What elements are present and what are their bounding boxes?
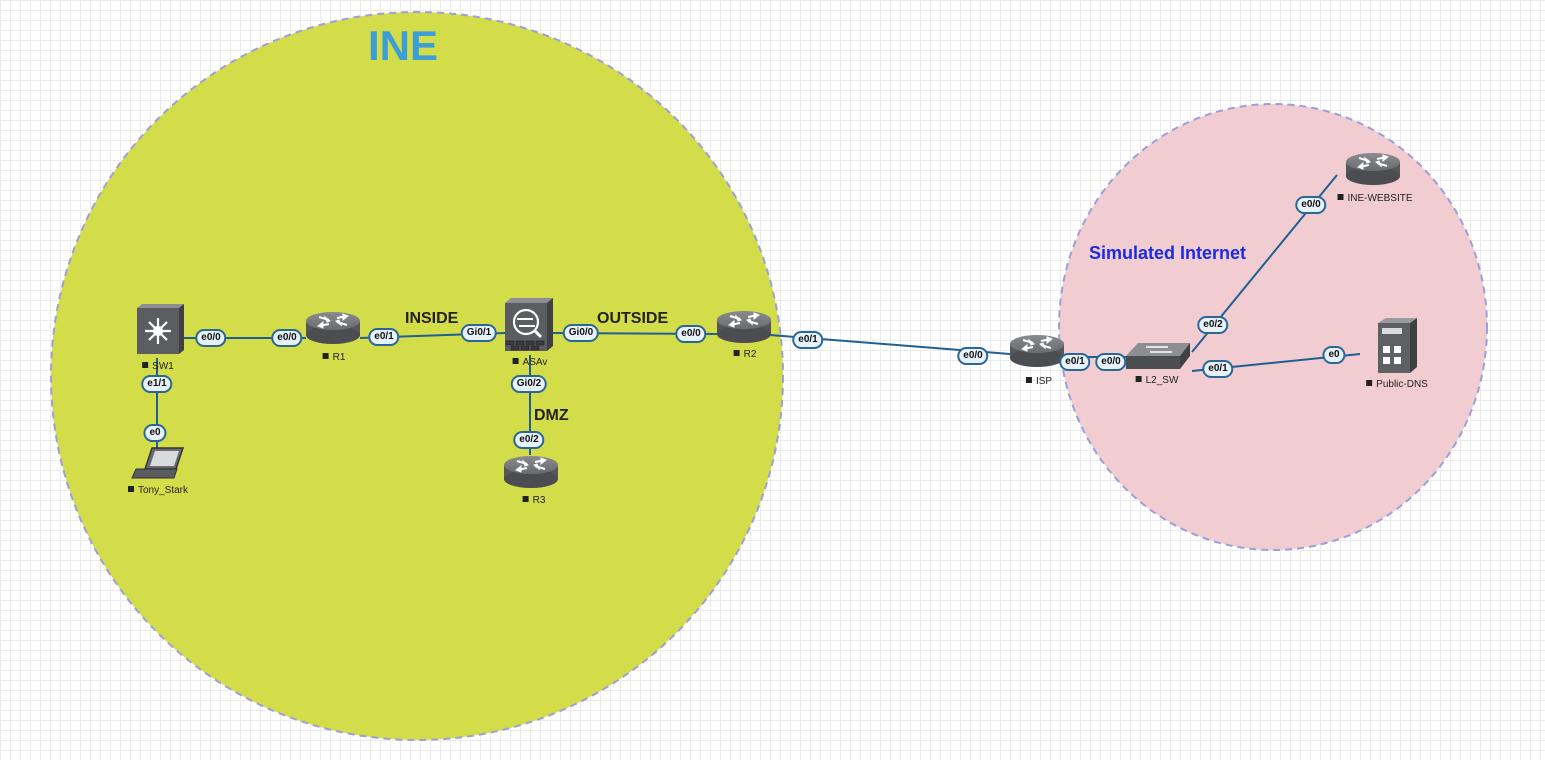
port-isp-e0-1[interactable]: e0/1 — [1059, 353, 1091, 371]
l2-sw-device[interactable] — [1126, 343, 1190, 369]
port-asav-gi0-2[interactable]: Gi0/2 — [510, 375, 548, 393]
simulated-internet-title: Simulated Internet — [1089, 243, 1247, 263]
asav-device[interactable] — [505, 298, 553, 351]
r2-label: R2 — [733, 349, 756, 360]
public-dns-server[interactable] — [1378, 318, 1417, 373]
r3-label: R3 — [522, 495, 545, 506]
port-r2-e0-0[interactable]: e0/0 — [675, 325, 707, 343]
port-l2sw-e0-1[interactable]: e0/1 — [1202, 360, 1234, 378]
ine-zone-title: INE — [368, 22, 439, 69]
ine-zone — [50, 11, 784, 741]
r2-device[interactable] — [716, 310, 772, 344]
port-asav-gi0-1[interactable]: Gi0/1 — [460, 324, 498, 342]
port-public-dns-e0[interactable]: e0 — [1322, 346, 1346, 364]
asav-label: ASAv — [512, 357, 547, 368]
port-tony-e0[interactable]: e0 — [143, 424, 167, 442]
dmz-segment-label: DMZ — [534, 407, 569, 424]
port-l2sw-e0-2[interactable]: e0/2 — [1197, 316, 1229, 334]
isp-label: ISP — [1025, 376, 1052, 387]
isp-device[interactable] — [1009, 334, 1065, 368]
public-dns-label: Public-DNS — [1366, 379, 1428, 390]
tony-stark-label: Tony_Stark — [127, 485, 188, 496]
simulated-internet-zone — [1058, 103, 1488, 551]
port-l2sw-e0-0[interactable]: e0/0 — [1095, 353, 1127, 371]
port-sw1-e0-0[interactable]: e0/0 — [195, 329, 227, 347]
port-r2-e0-1[interactable]: e0/1 — [792, 331, 824, 349]
outside-segment-label: OUTSIDE — [597, 310, 669, 327]
sw1-label: SW1 — [142, 361, 174, 372]
port-sw1-e1-1[interactable]: e1/1 — [141, 375, 173, 393]
r3-device[interactable] — [503, 455, 559, 489]
port-r1-e0-0[interactable]: e0/0 — [271, 329, 303, 347]
r1-label: R1 — [322, 352, 345, 363]
port-isp-e0-0[interactable]: e0/0 — [957, 347, 989, 365]
port-ine-website-e0-0[interactable]: e0/0 — [1295, 196, 1327, 214]
port-r3-e0-2[interactable]: e0/2 — [513, 431, 545, 449]
ine-website-device[interactable] — [1345, 152, 1401, 186]
port-asav-gi0-0[interactable]: Gi0/0 — [562, 324, 600, 342]
r1-device[interactable] — [305, 311, 361, 345]
tony-stark-laptop[interactable] — [131, 447, 185, 479]
inside-segment-label: INSIDE — [405, 310, 459, 327]
ine-website-label: INE-WEBSITE — [1337, 193, 1413, 204]
l2-sw-label: L2_SW — [1135, 375, 1178, 386]
port-r1-e0-1[interactable]: e0/1 — [368, 328, 400, 346]
sw1-device[interactable] — [137, 304, 184, 354]
